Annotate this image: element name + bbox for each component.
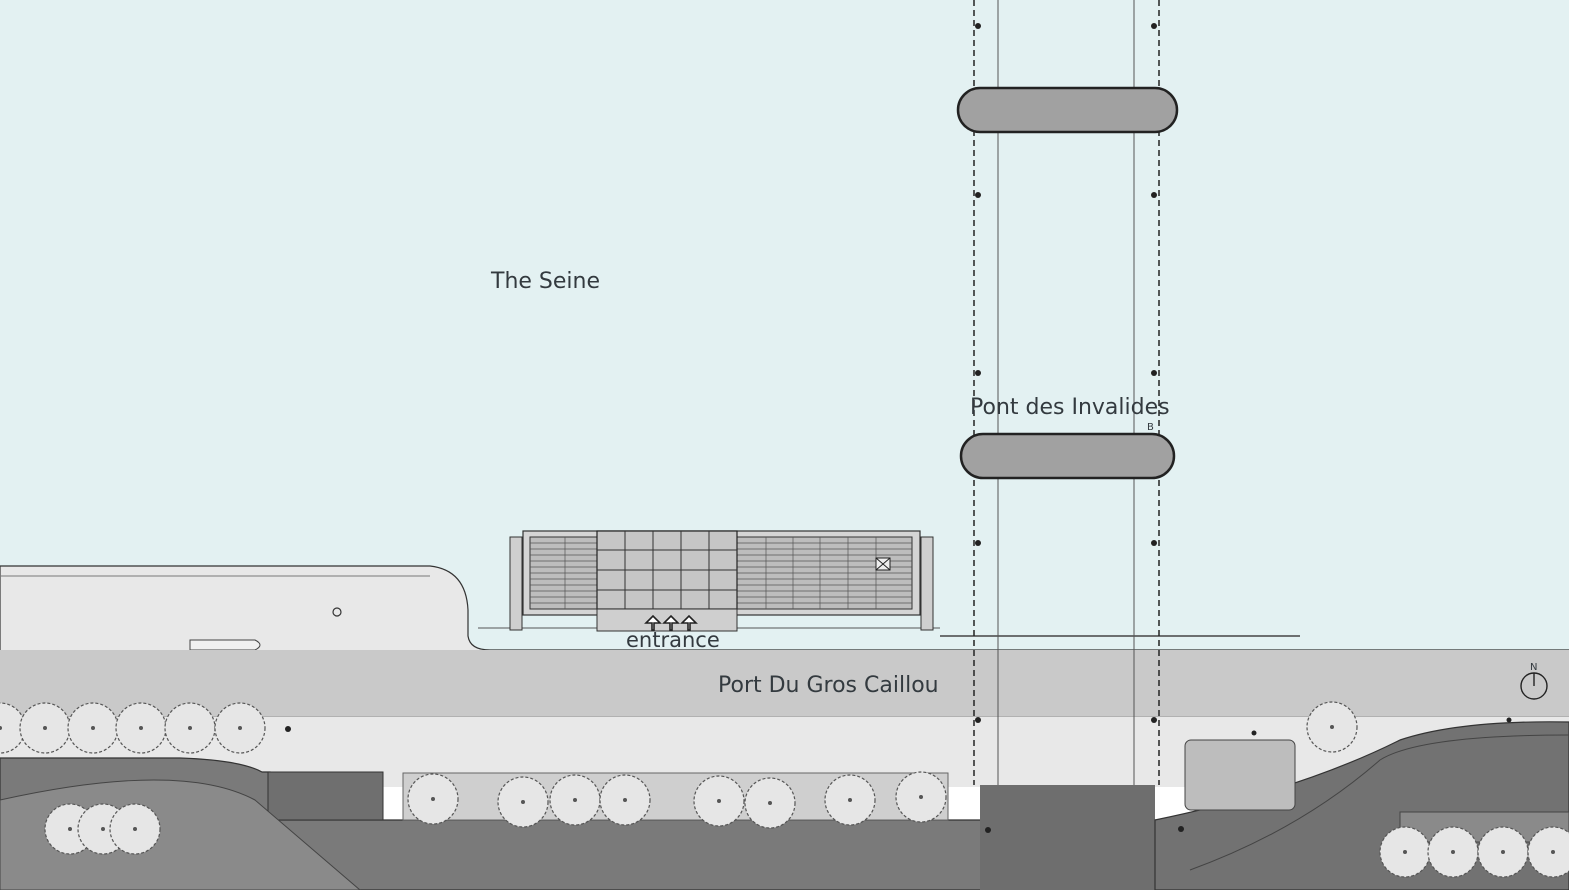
tree-icon: [67, 702, 119, 754]
tree-icon: [549, 774, 601, 826]
entrance-arrow-icon: [644, 614, 698, 631]
tree-icon: [895, 771, 947, 823]
tree-icon: [1477, 826, 1529, 878]
bridge-label: Pont des Invalides: [970, 395, 1170, 420]
north-label: N: [1530, 662, 1537, 673]
tree-icon: [214, 702, 266, 754]
bridge-mark: B: [1147, 422, 1154, 433]
tree-icon: [1427, 826, 1479, 878]
tree-icon: [599, 774, 651, 826]
tree-icon: [1306, 701, 1358, 753]
quay-road: [0, 650, 1569, 717]
tree-icon: [115, 702, 167, 754]
tree-row-north: [0, 702, 266, 754]
bridge-pier-south: [959, 432, 1176, 480]
tree-icon: [824, 774, 876, 826]
bollard: [332, 607, 342, 617]
quay-label: Port Du Gros Caillou: [718, 673, 939, 698]
tree-icon: [164, 702, 216, 754]
tree-icon: [109, 803, 161, 855]
river-label: The Seine: [490, 269, 600, 294]
tree-icon: [744, 777, 796, 829]
tree-icon: [693, 775, 745, 827]
tree-icon: [1379, 826, 1431, 878]
tree-icon: [19, 702, 71, 754]
floating-building: [509, 530, 934, 632]
north-arrow-icon: [1520, 672, 1548, 700]
entrance-label: entrance: [626, 628, 720, 652]
tree-icon: [407, 773, 459, 825]
tree-icon: [497, 776, 549, 828]
bridge-pier-north: [956, 86, 1179, 134]
